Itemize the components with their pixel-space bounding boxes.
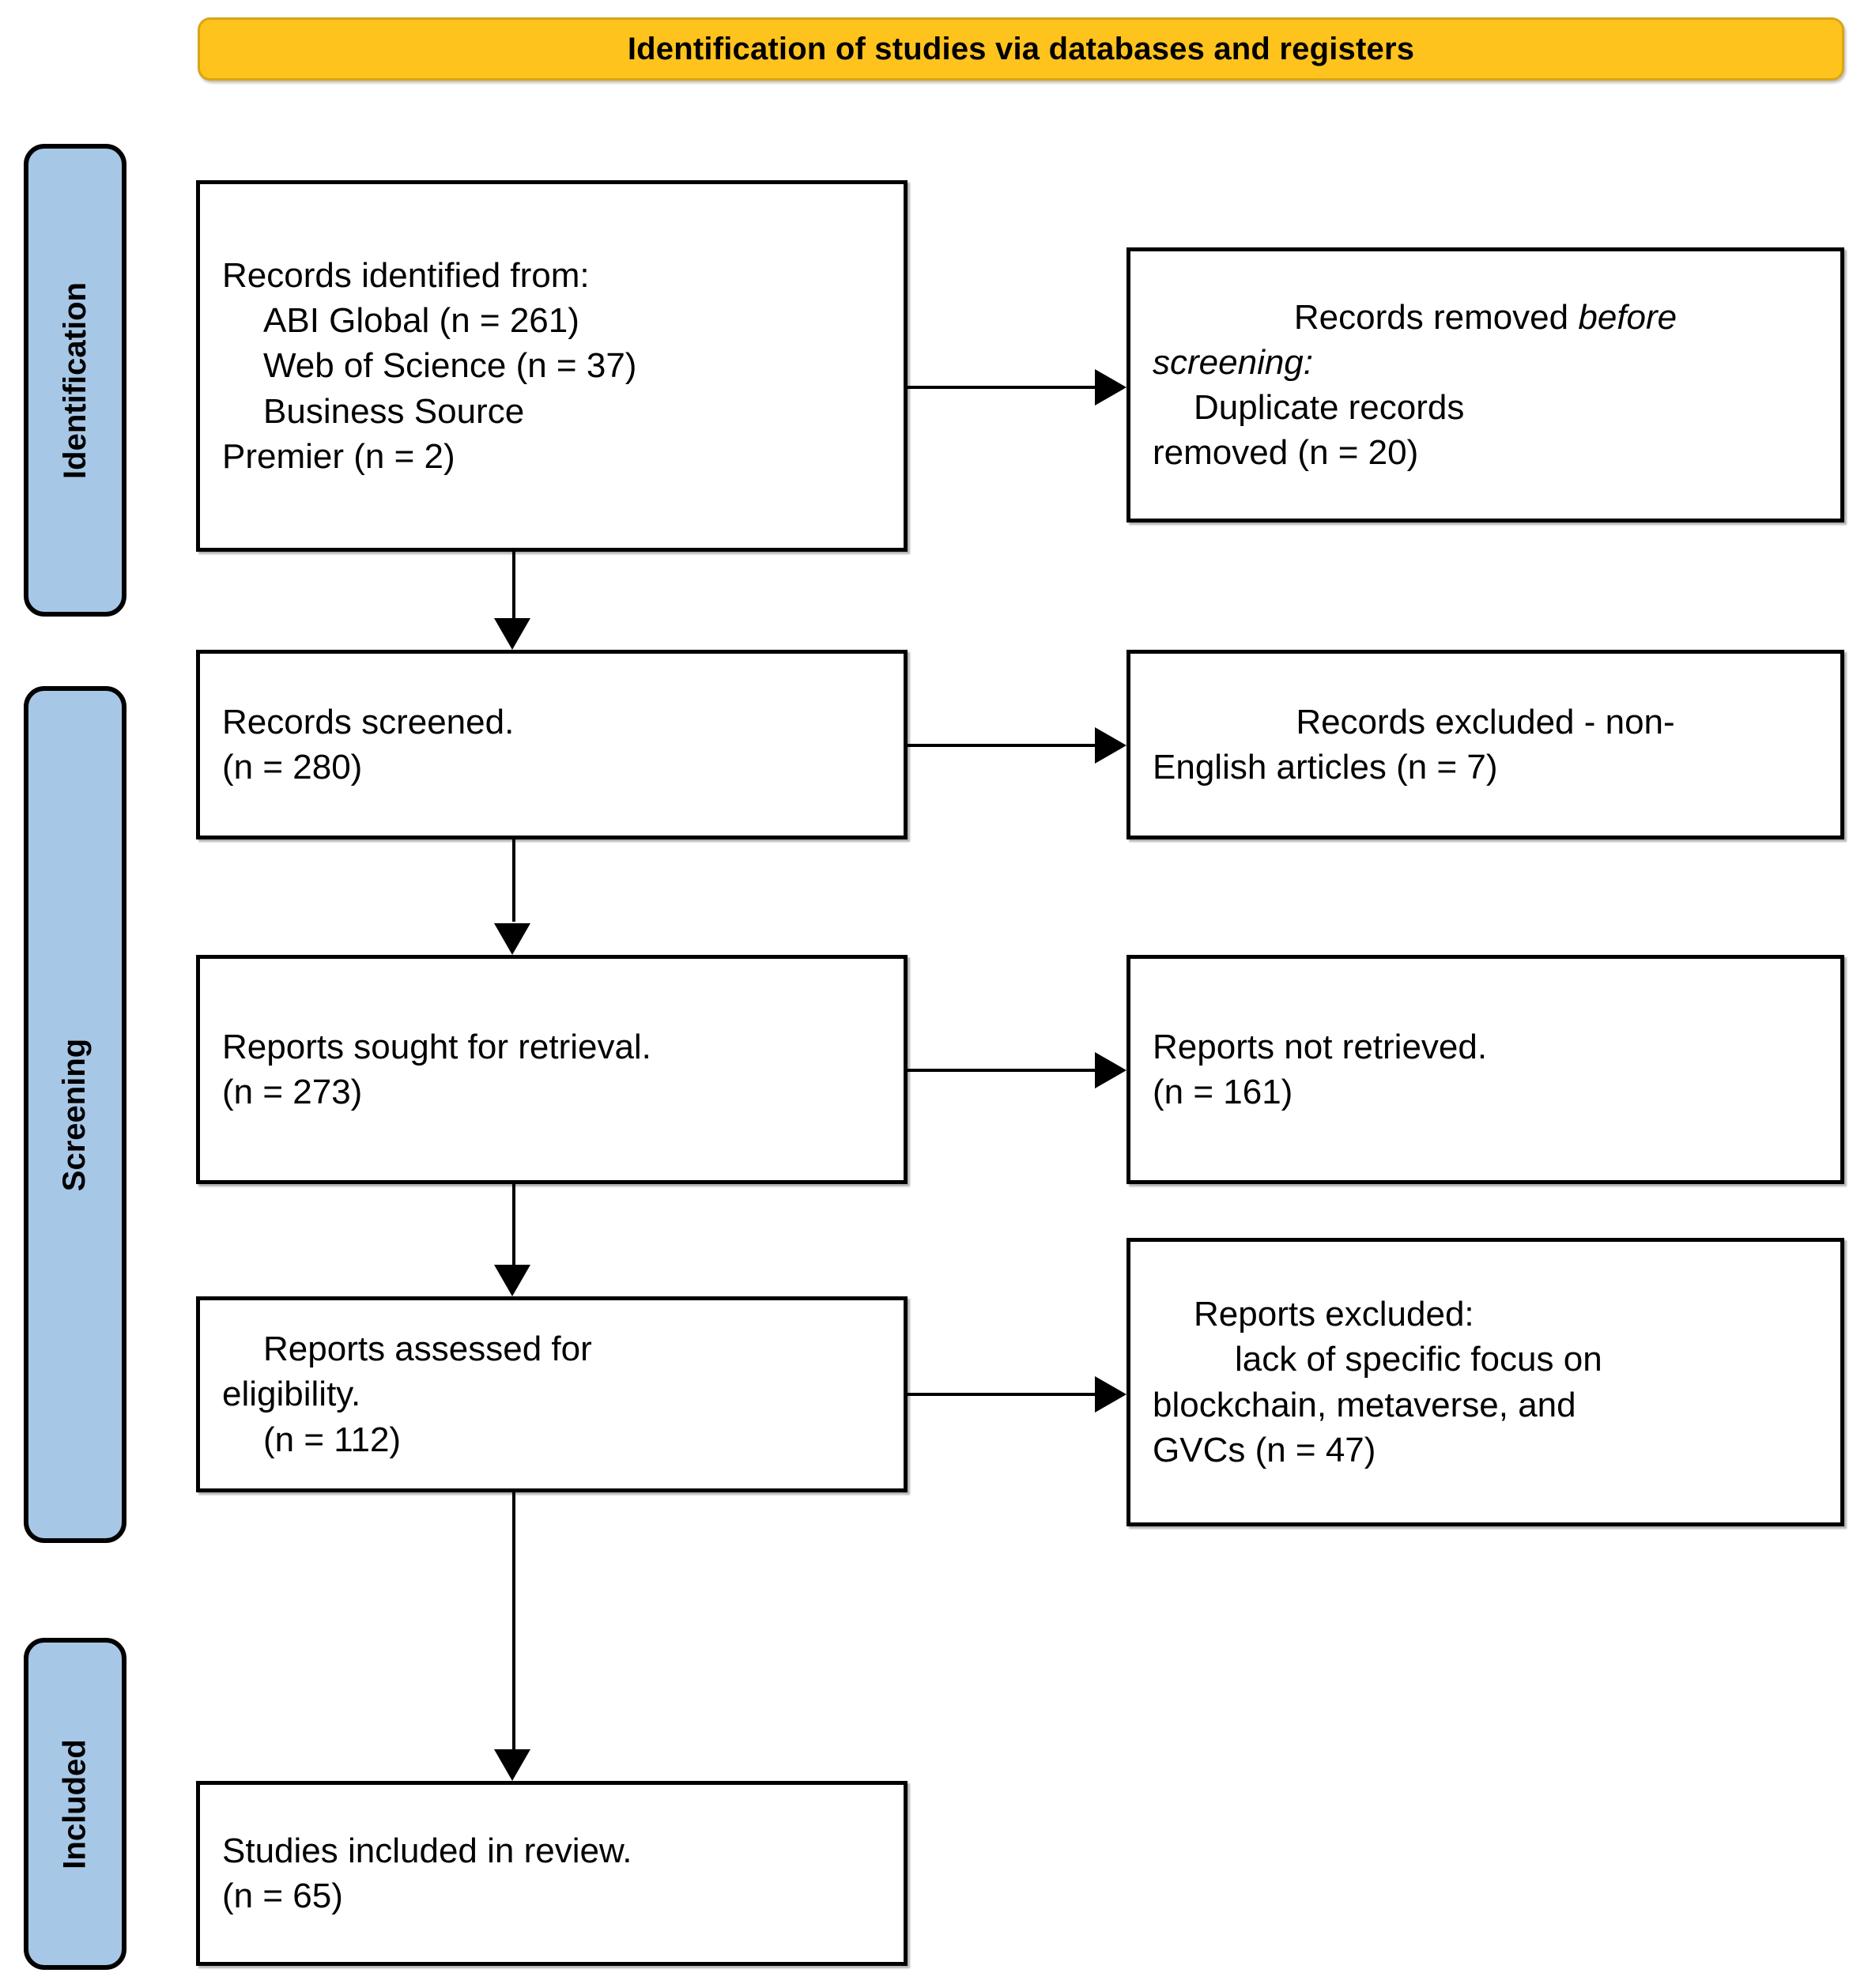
stage-label-included: Included [24,1638,126,1970]
reports-not-retrieved-box: Reports not retrieved. (n = 161) [1126,955,1844,1184]
connector-assessed-to-included-line [512,1492,515,1749]
connector-sought-to-not-retrieved-line [908,1069,1097,1072]
connector-sought-to-assessed-line [512,1184,515,1265]
stage-label-identification-text: Identification [57,281,92,479]
records-removed-italic-before: before [1578,297,1677,337]
connector-identified-to-screened-line [512,552,515,623]
stage-label-included-text: Included [57,1738,92,1869]
connector-screened-to-sought-arrow [494,923,530,955]
reports-excluded-reasons-box: Reports excluded: lack of specific focus… [1126,1238,1844,1526]
records-screened-box: Records screened. (n = 280) [196,650,908,839]
records-screened-line-0: Records screened. [222,702,515,741]
reports-excluded-line-0: Reports excluded: [1194,1295,1474,1334]
page-title: Identification of studies via databases … [627,31,1415,66]
records-removed-line-2: Duplicate records [1194,388,1465,427]
records-excluded-line-1: English articles (n = 7) [1153,748,1498,787]
records-identified-line-4: Premier (n = 2) [222,436,455,476]
connector-screened-to-excluded-line [908,744,1097,747]
reports-excluded-line-3: GVCs (n = 47) [1153,1430,1376,1469]
records-identified-line-3: Business Source [263,391,525,431]
connector-assessed-to-included-arrow [494,1749,530,1781]
reports-assessed-line-2: (n = 112) [263,1420,402,1459]
studies-included-line-1: (n = 65) [222,1877,343,1915]
connector-identified-to-removed-arrow [1095,369,1126,406]
records-identified-box: Records identified from: ABI Global (n =… [196,180,908,552]
records-removed-before-screening-box: Records removed before screening: Duplic… [1126,247,1844,522]
stage-label-screening: Screening [24,686,126,1543]
connector-identified-to-screened-arrow [494,618,530,650]
reports-sought-box: Reports sought for retrieval. (n = 273) [196,955,908,1184]
reports-not-retrieved-line-0: Reports not retrieved. [1153,1027,1488,1066]
reports-assessed-box: Reports assessed for eligibility. (n = 1… [196,1296,908,1492]
connector-screened-to-sought-line [512,839,515,922]
records-excluded-box: Records excluded - non- English articles… [1126,650,1844,839]
reports-excluded-line-2: blockchain, metaverse, and [1153,1385,1576,1424]
connector-sought-to-assessed-arrow [494,1265,530,1296]
connector-screened-to-excluded-arrow [1095,727,1126,764]
records-excluded-line-0: Records excluded - non- [1296,702,1675,741]
reports-not-retrieved-line-1: (n = 161) [1153,1073,1293,1111]
reports-assessed-line-0: Reports assessed for [263,1330,592,1369]
records-identified-line-0: Records identified from: [222,256,590,296]
records-removed-line-3: removed (n = 20) [1153,433,1419,473]
reports-excluded-line-1: lack of specific focus on [1235,1340,1602,1379]
stage-label-identification: Identification [24,144,126,617]
records-screened-line-1: (n = 280) [222,748,363,787]
stage-label-screening-text: Screening [57,1038,92,1191]
connector-assessed-to-reports-excluded-line [908,1393,1097,1396]
studies-included-box: Studies included in review. (n = 65) [196,1781,908,1966]
reports-sought-line-1: (n = 273) [222,1073,363,1111]
reports-sought-line-0: Reports sought for retrieval. [222,1027,651,1066]
reports-assessed-line-1: eligibility. [222,1375,361,1414]
records-removed-line-1: screening: [1153,342,1314,382]
records-identified-line-1: ABI Global (n = 261) [263,301,579,341]
records-identified-line-2: Web of Science (n = 37) [263,346,637,386]
connector-identified-to-removed-line [908,386,1097,389]
connector-sought-to-not-retrieved-arrow [1095,1052,1126,1088]
studies-included-line-0: Studies included in review. [222,1831,632,1870]
records-removed-line-0: Records removed before [1293,297,1677,337]
diagram-header-banner: Identification of studies via databases … [198,17,1844,81]
connector-assessed-to-reports-excluded-arrow [1095,1376,1126,1413]
